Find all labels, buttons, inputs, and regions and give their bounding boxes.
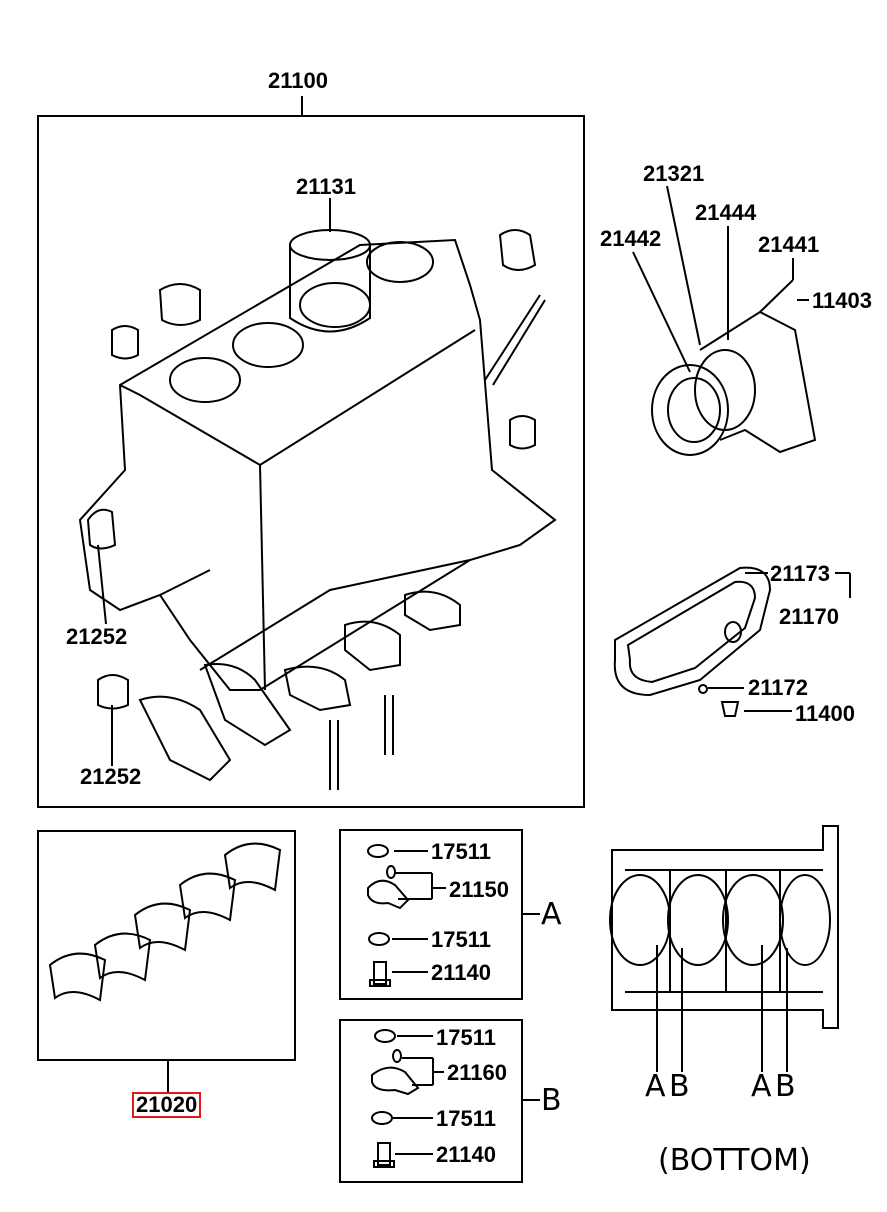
fitting-b-frame bbox=[339, 1019, 523, 1183]
part-21441-label: 21441 bbox=[758, 232, 820, 257]
part-21252-lower-label: 21252 bbox=[80, 764, 142, 789]
bottom-view-drawing bbox=[609, 825, 839, 1072]
bottom-view-a2-label: A bbox=[751, 1069, 772, 1104]
fitting-a-drawing bbox=[367, 844, 410, 987]
leader-lines bbox=[97, 96, 851, 1155]
oil-seal-case-drawing bbox=[651, 310, 817, 456]
engine-block-drawing bbox=[78, 229, 557, 790]
cylinder-block-frame bbox=[37, 115, 585, 808]
part-21252-upper-label: 21252 bbox=[66, 624, 128, 649]
fitting-b-21140-label: 21140 bbox=[436, 1142, 496, 1167]
fitting-a-21140-label: 21140 bbox=[431, 960, 491, 985]
part-11403-label: 11403 bbox=[812, 288, 872, 313]
bottom-view-caption: (BOTTOM) bbox=[658, 1143, 811, 1178]
part-21442-label: 21442 bbox=[600, 226, 662, 251]
bottom-view-b1-label: B bbox=[669, 1069, 690, 1104]
fitting-a-frame bbox=[339, 829, 523, 1000]
part-21173-label: 21173 bbox=[770, 561, 830, 586]
bottom-view-b2-label: B bbox=[775, 1069, 796, 1104]
part-21100-label: 21100 bbox=[268, 68, 328, 93]
part-21172-label: 21172 bbox=[748, 675, 808, 700]
fitting-b-drawing bbox=[371, 1029, 420, 1168]
bearing-set-frame bbox=[37, 830, 296, 1061]
fitting-b-21160-label: 21160 bbox=[447, 1060, 507, 1085]
part-21444-label: 21444 bbox=[695, 200, 757, 225]
fitting-b-17511-bottom-label: 17511 bbox=[436, 1106, 496, 1131]
fitting-a-17511-top-label: 17511 bbox=[431, 839, 491, 864]
bearing-shells-drawing bbox=[48, 842, 282, 1002]
part-21170-label: 21170 bbox=[779, 604, 839, 629]
fitting-a-21150-label: 21150 bbox=[449, 877, 509, 902]
callout-a-label: A bbox=[541, 897, 562, 932]
part-21020-highlighted-label[interactable]: 21020 bbox=[132, 1092, 202, 1118]
part-21321-label: 21321 bbox=[643, 161, 705, 186]
bottom-view-a1-label: A bbox=[645, 1069, 666, 1104]
rear-cover-drawing bbox=[613, 566, 772, 717]
part-11400-label: 11400 bbox=[795, 701, 855, 726]
fitting-a-17511-bottom-label: 17511 bbox=[431, 927, 491, 952]
part-21131-label: 21131 bbox=[296, 174, 356, 199]
callout-b-label: B bbox=[541, 1083, 562, 1118]
fitting-b-17511-top-label: 17511 bbox=[436, 1025, 496, 1050]
